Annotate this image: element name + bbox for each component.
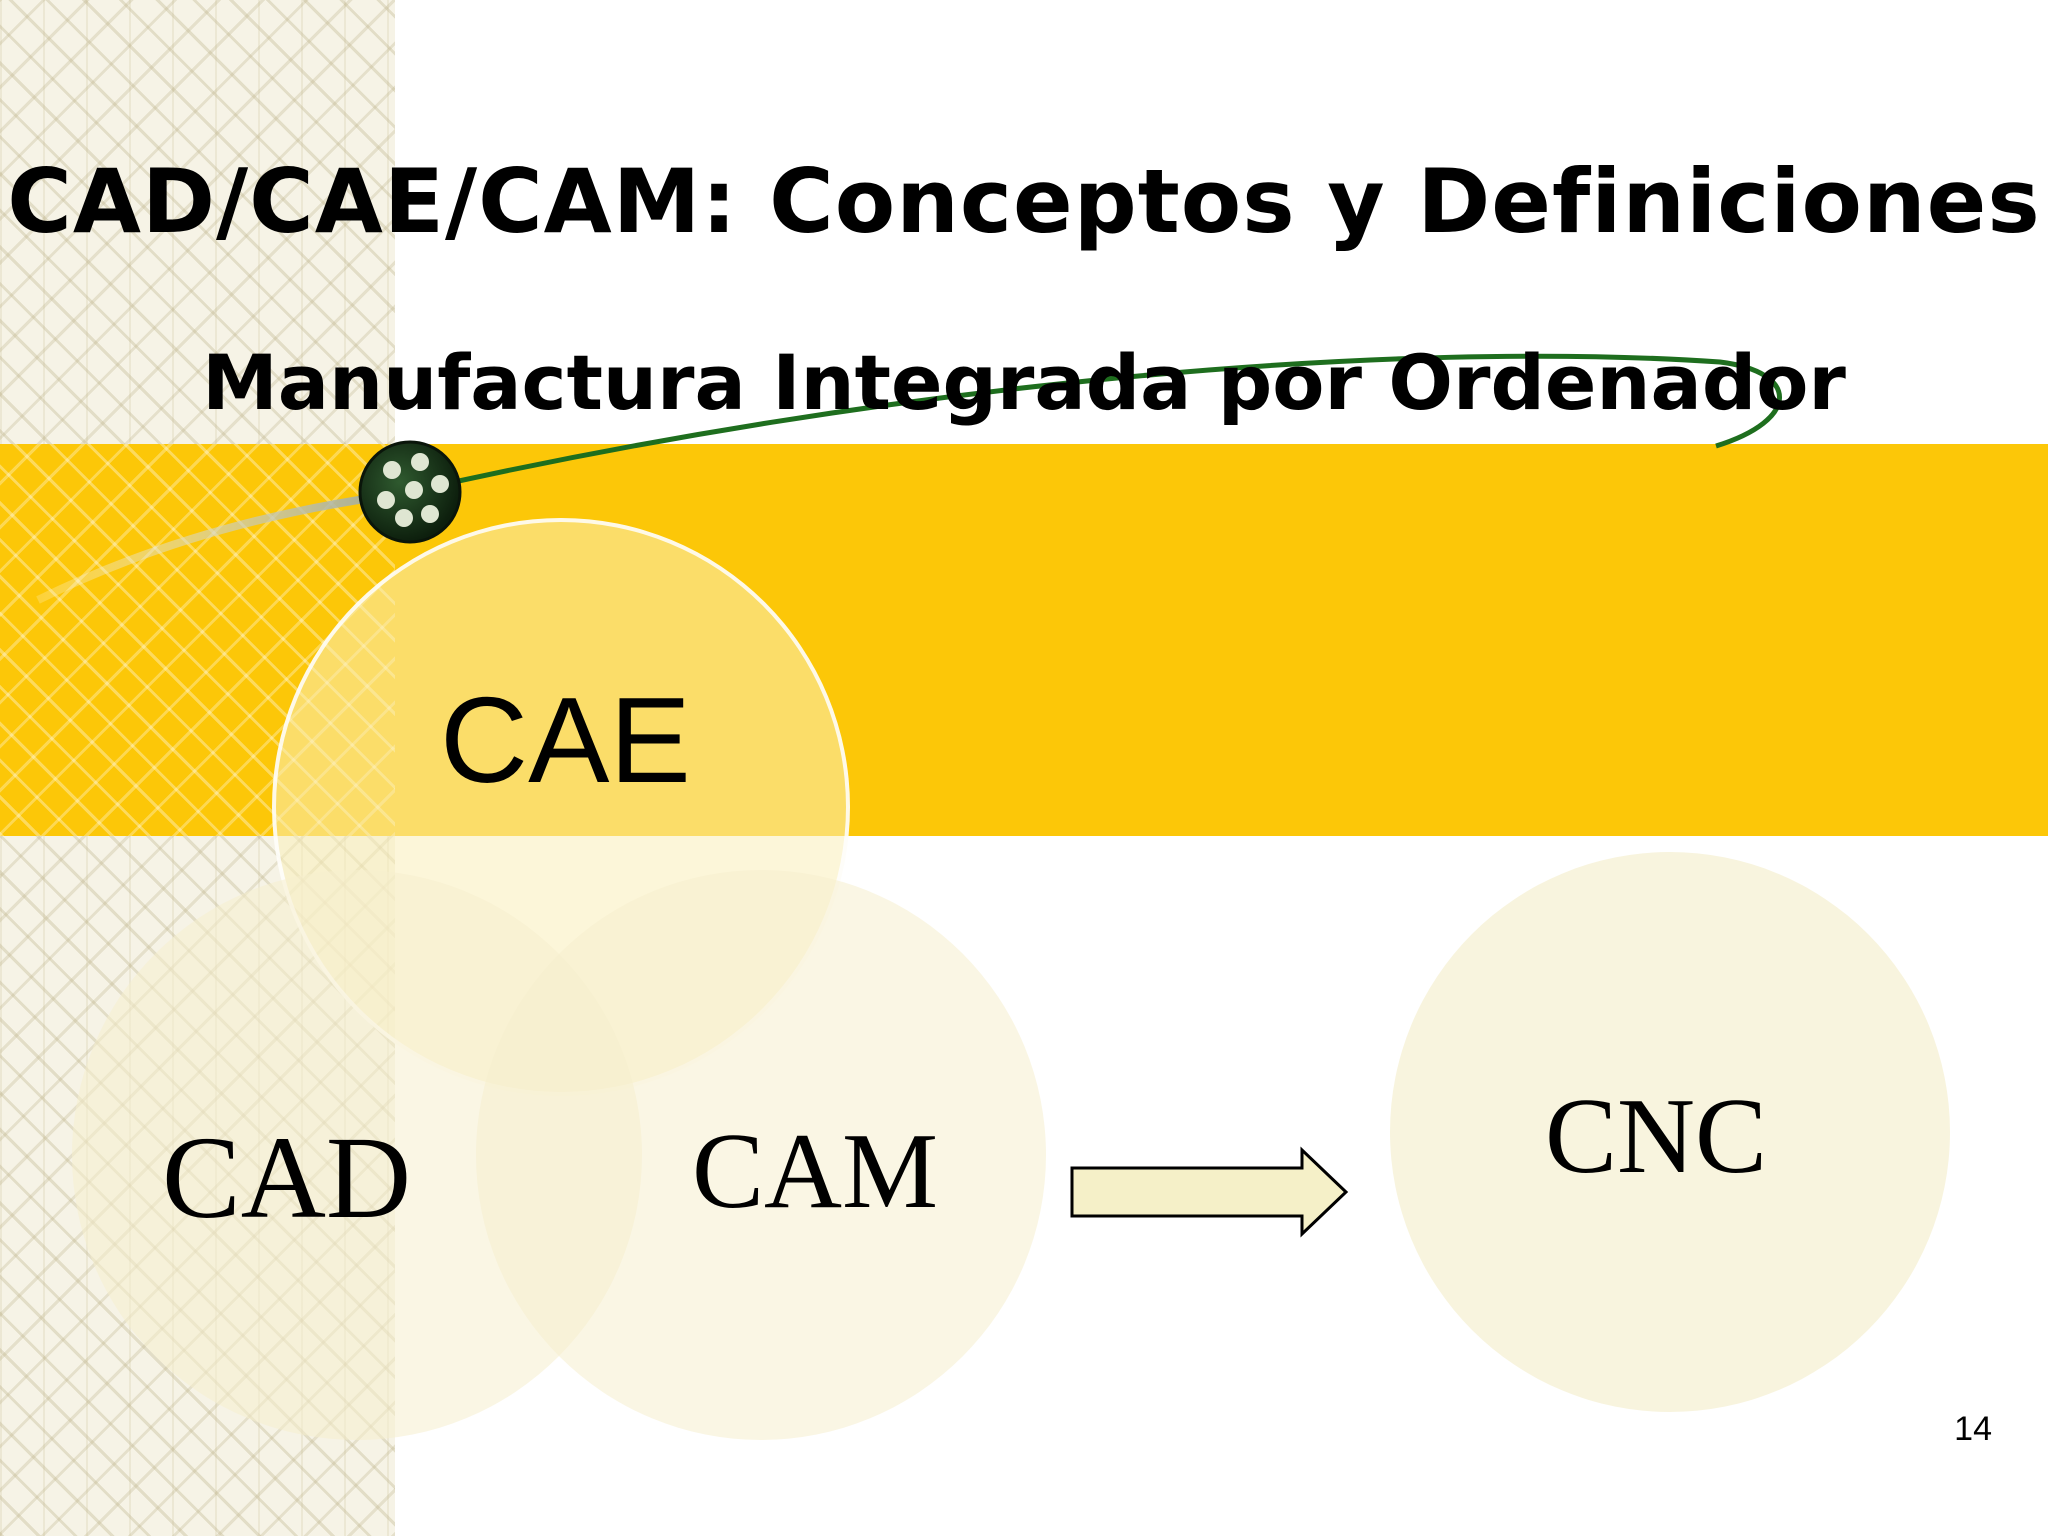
slide-subtitle: Manufactura Integrada por Ordenador bbox=[202, 338, 1846, 427]
circle-cam bbox=[476, 870, 1046, 1440]
circle-cnc bbox=[1390, 852, 1950, 1412]
label-cam: CAM bbox=[692, 1112, 939, 1231]
page-number: 14 bbox=[1954, 1410, 1992, 1448]
label-cnc: CNC bbox=[1545, 1077, 1768, 1196]
slide-title: CAD/CAE/CAM: Conceptos y Definiciones bbox=[7, 150, 2041, 253]
label-cae: CAE bbox=[440, 672, 691, 808]
ball-icon bbox=[358, 440, 462, 544]
label-cad: CAD bbox=[162, 1112, 412, 1243]
swoosh-decoration bbox=[36, 353, 1782, 604]
